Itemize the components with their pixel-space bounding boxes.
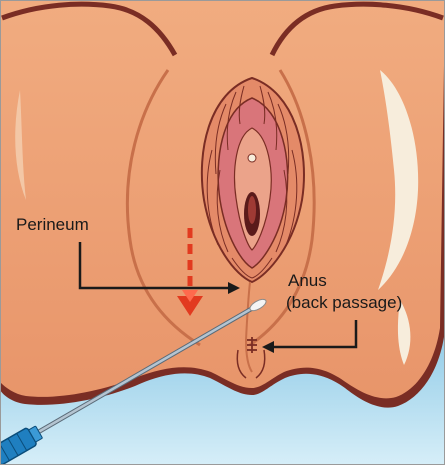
anus-label-detail: (back passage) bbox=[286, 293, 402, 312]
anus-label: Anus bbox=[288, 271, 327, 290]
perineum-label: Perineum bbox=[16, 215, 89, 234]
stitch-mark-icon bbox=[247, 337, 257, 353]
